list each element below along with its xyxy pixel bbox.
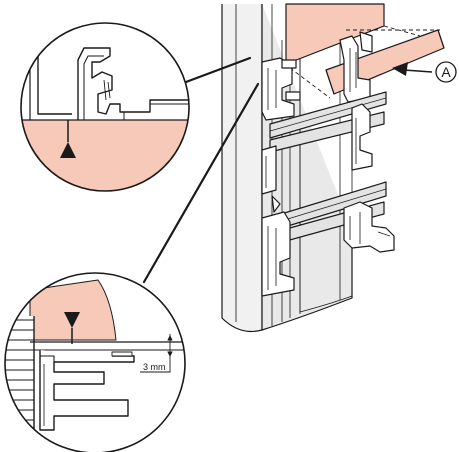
mounting-rail-upper	[269, 91, 387, 139]
alignment-arrow-down	[64, 312, 80, 344]
hook-profile	[77, 47, 189, 120]
callout-circle-a	[435, 61, 457, 83]
rail-hook-middle	[261, 145, 277, 195]
gap-dimension-label: 3 mm	[143, 362, 166, 372]
insertion-direction-arrow	[392, 62, 433, 76]
side-bracket-middle	[351, 103, 373, 171]
gap-dimension-marks	[140, 334, 174, 373]
upper-bracket	[339, 35, 371, 103]
bracket-profile	[39, 350, 135, 431]
detail-view-top	[20, 22, 190, 192]
side-bracket-lower	[343, 201, 395, 253]
alignment-arrow-up	[60, 120, 76, 158]
cabinet-side-wall	[221, 4, 263, 333]
rail-hook-bottom	[261, 211, 295, 297]
component-a-label: A	[441, 64, 451, 80]
cabinet-assembly	[221, 3, 445, 333]
guide-dashes	[289, 25, 440, 99]
detail-view-bottom	[4, 272, 186, 452]
detail-leader-lines	[142, 56, 260, 284]
